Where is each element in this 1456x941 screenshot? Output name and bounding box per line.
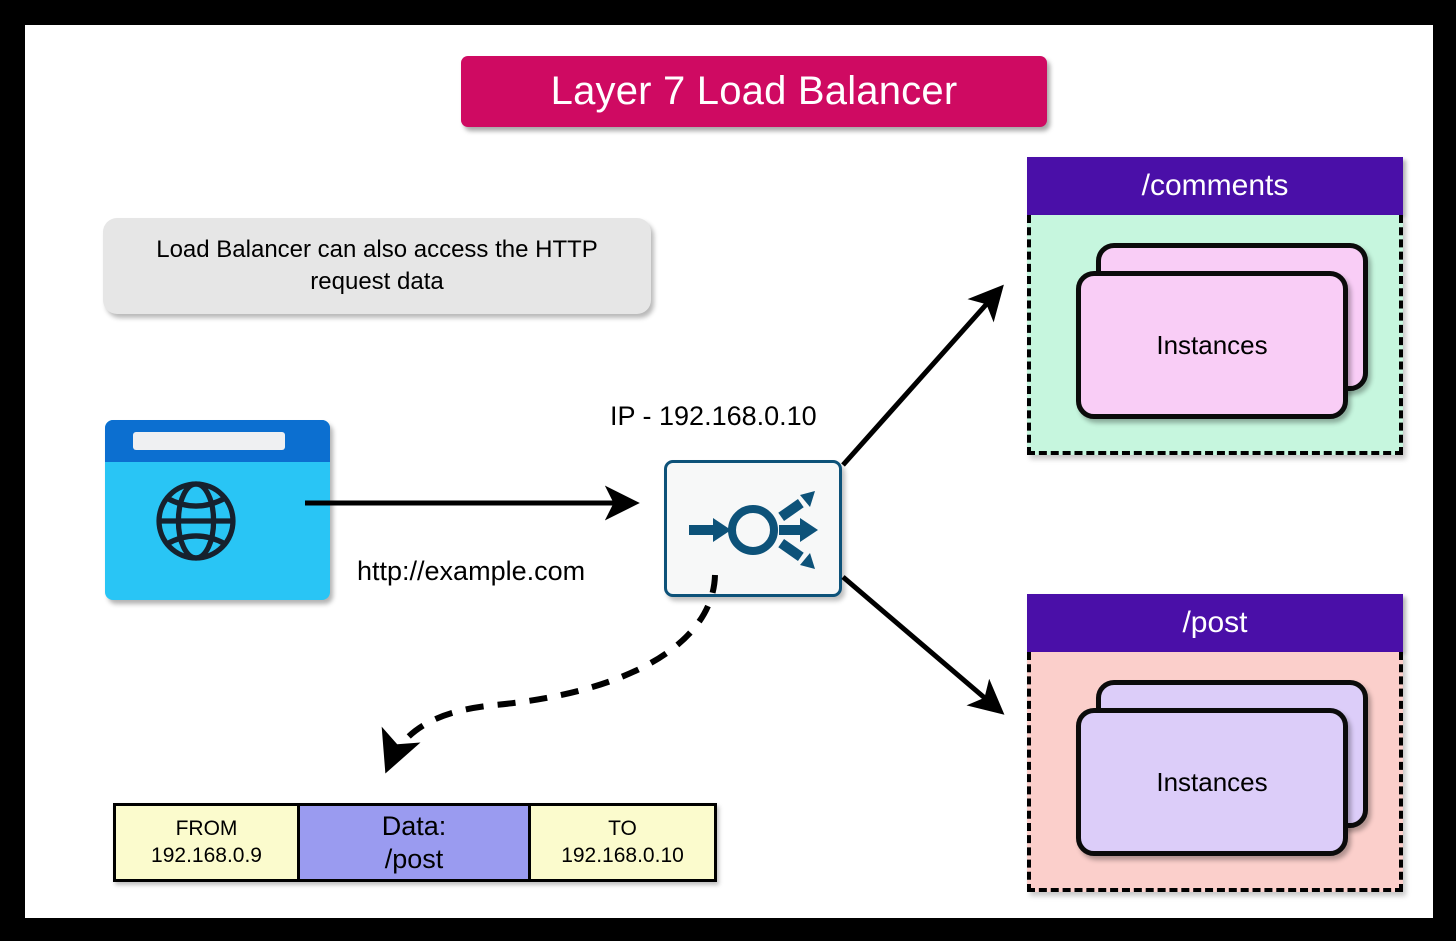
request-url-label: http://example.com	[357, 556, 586, 586]
target-group-comments-body: Instances	[1027, 215, 1403, 455]
diagram-title-banner: Layer 7 Load Balancer	[461, 56, 1047, 127]
instance-label: Instances	[1156, 766, 1268, 797]
target-group-post-body: Instances	[1027, 652, 1403, 892]
instance-card-front: Instances	[1076, 708, 1348, 856]
packet-cell-from: FROM 192.168.0.9	[116, 806, 300, 879]
packet-cell-to: TO 192.168.0.10	[531, 806, 714, 879]
packet-cell-data: Data: /post	[300, 806, 531, 879]
client-browser-node	[105, 420, 330, 600]
target-group-post-header: /post	[1027, 594, 1403, 652]
target-group-comments-title: /comments	[1141, 169, 1289, 202]
packet-data-value: /post	[384, 843, 444, 874]
instance-stack: Instances	[1076, 243, 1368, 419]
load-balancer-icon	[689, 491, 818, 569]
globe-icon	[156, 481, 236, 561]
packet-to-value: 192.168.0.10	[561, 843, 684, 867]
instance-label: Instances	[1156, 329, 1268, 360]
target-group-comments-header: /comments	[1027, 157, 1403, 215]
instance-card-front: Instances	[1076, 271, 1348, 419]
connector-lb-to-comments	[841, 284, 1004, 467]
instance-stack: Instances	[1076, 680, 1368, 856]
browser-address-bar	[133, 432, 285, 450]
packet-from-value: 192.168.0.9	[151, 843, 262, 867]
http-request-packet: FROM 192.168.0.9 Data: /post TO 192.168.…	[113, 803, 717, 882]
note-callout: Load Balancer can also access the HTTP r…	[103, 218, 651, 314]
connector-lb-to-packet	[381, 574, 718, 774]
connector-lb-to-post	[841, 575, 1005, 715]
packet-data-header: Data:	[381, 811, 447, 842]
load-balancer-ip-label: IP - 192.168.0.10	[610, 401, 817, 431]
diagram-page: Layer 7 Load Balancer Load Balancer can …	[25, 25, 1433, 918]
page-title: Layer 7 Load Balancer	[550, 69, 958, 113]
packet-from-header: FROM	[175, 817, 238, 841]
note-text: Load Balancer can also access the HTTP r…	[156, 235, 598, 295]
target-group-post-title: /post	[1182, 606, 1248, 639]
load-balancer-node	[664, 460, 842, 597]
packet-to-header: TO	[608, 817, 637, 841]
